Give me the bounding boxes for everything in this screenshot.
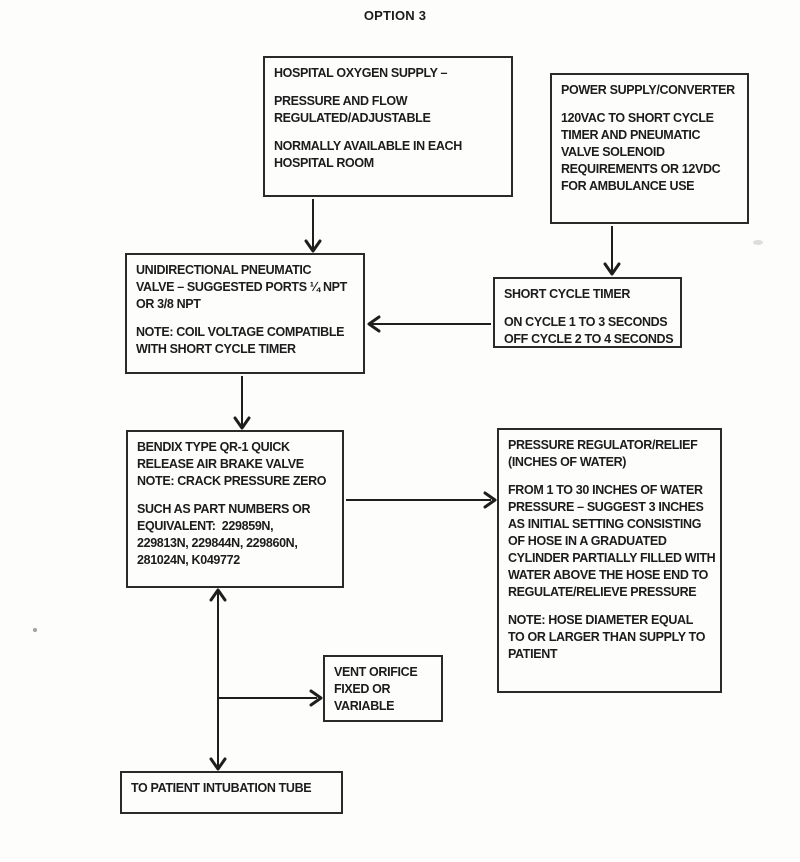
arrow-power-to-timer [603, 226, 621, 276]
arrow-branch-to-vent [218, 689, 323, 707]
arrow-timer-to-valve [367, 315, 491, 333]
scan-artifact-speck [33, 628, 37, 632]
arrow-hospital-to-valve [304, 199, 322, 253]
box-patient-intubation-tube: TO PATIENT INTUBATION TUBE [120, 771, 343, 814]
power-box-paragraph-requirements: 120VAC TO SHORT CYCLE TIMER AND PNEUMATI… [561, 111, 721, 193]
arrow-bendix-to-patient-double [209, 588, 227, 771]
power-box-heading: POWER SUPPLY/CONVERTER [561, 83, 735, 97]
box-vent-orifice: VENT ORIFICE FIXED OR VARIABLE [323, 655, 443, 722]
box-unidirectional-pneumatic-valve: UNIDIRECTIONAL PNEUMATIC VALVE – SUGGEST… [125, 253, 365, 374]
timer-box-cycle-settings: ON CYCLE 1 TO 3 SECONDS OFF CYCLE 2 TO 4… [504, 315, 674, 346]
regulator-box-heading: PRESSURE REGULATOR/RELIEF (INCHES OF WAT… [508, 438, 698, 469]
hospital-box-heading: HOSPITAL OXYGEN SUPPLY – [274, 66, 448, 80]
regulator-box-note: NOTE: HOSE DIAMETER EQUAL TO OR LARGER T… [508, 613, 706, 661]
arrow-valve-to-bendix [233, 376, 251, 430]
hospital-box-paragraph-pressure: PRESSURE AND FLOW REGULATED/ADJUSTABLE [274, 94, 431, 125]
box-short-cycle-timer: SHORT CYCLE TIMER ON CYCLE 1 TO 3 SECOND… [493, 277, 682, 348]
box-power-supply-converter: POWER SUPPLY/CONVERTER 120VAC TO SHORT C… [550, 73, 749, 224]
scan-artifact-smudge [753, 240, 763, 245]
bendix-box-heading: BENDIX TYPE QR-1 QUICK RELEASE AIR BRAKE… [137, 440, 327, 488]
box-bendix-quick-release-valve: BENDIX TYPE QR-1 QUICK RELEASE AIR BRAKE… [126, 430, 344, 588]
patient-box-text: TO PATIENT INTUBATION TUBE [131, 781, 312, 795]
regulator-box-description: FROM 1 TO 30 INCHES OF WATER PRESSURE – … [508, 483, 716, 599]
arrow-bendix-to-regulator [346, 491, 497, 509]
valve-box-note: NOTE: COIL VOLTAGE COMPATIBLE WITH SHORT… [136, 325, 345, 356]
valve-box-heading: UNIDIRECTIONAL PNEUMATIC VALVE – SUGGEST… [136, 263, 347, 311]
diagram-title: OPTION 3 [363, 8, 427, 23]
vent-box-text: VENT ORIFICE FIXED OR VARIABLE [334, 665, 418, 713]
box-hospital-oxygen-supply: HOSPITAL OXYGEN SUPPLY – PRESSURE AND FL… [263, 56, 513, 197]
timer-box-heading: SHORT CYCLE TIMER [504, 287, 630, 301]
box-pressure-regulator-relief: PRESSURE REGULATOR/RELIEF (INCHES OF WAT… [497, 428, 722, 693]
bendix-box-part-numbers: SUCH AS PART NUMBERS OR EQUIVALENT: 2298… [137, 502, 311, 567]
hospital-box-paragraph-availability: NORMALLY AVAILABLE IN EACH HOSPITAL ROOM [274, 139, 462, 170]
